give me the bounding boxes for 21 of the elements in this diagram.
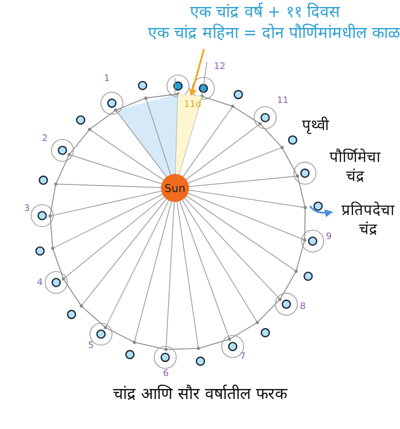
- arrow: [189, 48, 205, 97]
- annotation-text: एक चांद्र वर्ष + ११ दिवस: [190, 2, 340, 22]
- month-number: 11: [277, 96, 288, 106]
- moon-label: पौर्णिमेचा चंद्र: [328, 148, 382, 186]
- caption: चांद्र आणि सौर वर्षातील फरक: [112, 383, 288, 404]
- arrow: [309, 205, 333, 218]
- annotation-text: एक चांद्र महिना = दोन पौर्णिमांमधील काळ: [148, 23, 400, 43]
- month-number: 6: [163, 369, 169, 379]
- month-number: 7: [240, 352, 246, 362]
- month-number: 2: [42, 134, 48, 144]
- sun-circle: Sun: [161, 174, 189, 202]
- month-number: 1: [104, 74, 110, 84]
- moon-label: प्रतिपदेचा चंद्र: [340, 201, 396, 239]
- wedge: 11d: [175, 94, 202, 173]
- earth-label: पृथ्वी: [302, 115, 329, 134]
- month-number: 8: [300, 302, 306, 312]
- month-number: 4: [37, 278, 43, 288]
- month-number: 5: [88, 341, 94, 351]
- month-number: 12: [214, 62, 226, 72]
- month-number: 3: [24, 204, 30, 214]
- month-number: 9: [326, 232, 332, 242]
